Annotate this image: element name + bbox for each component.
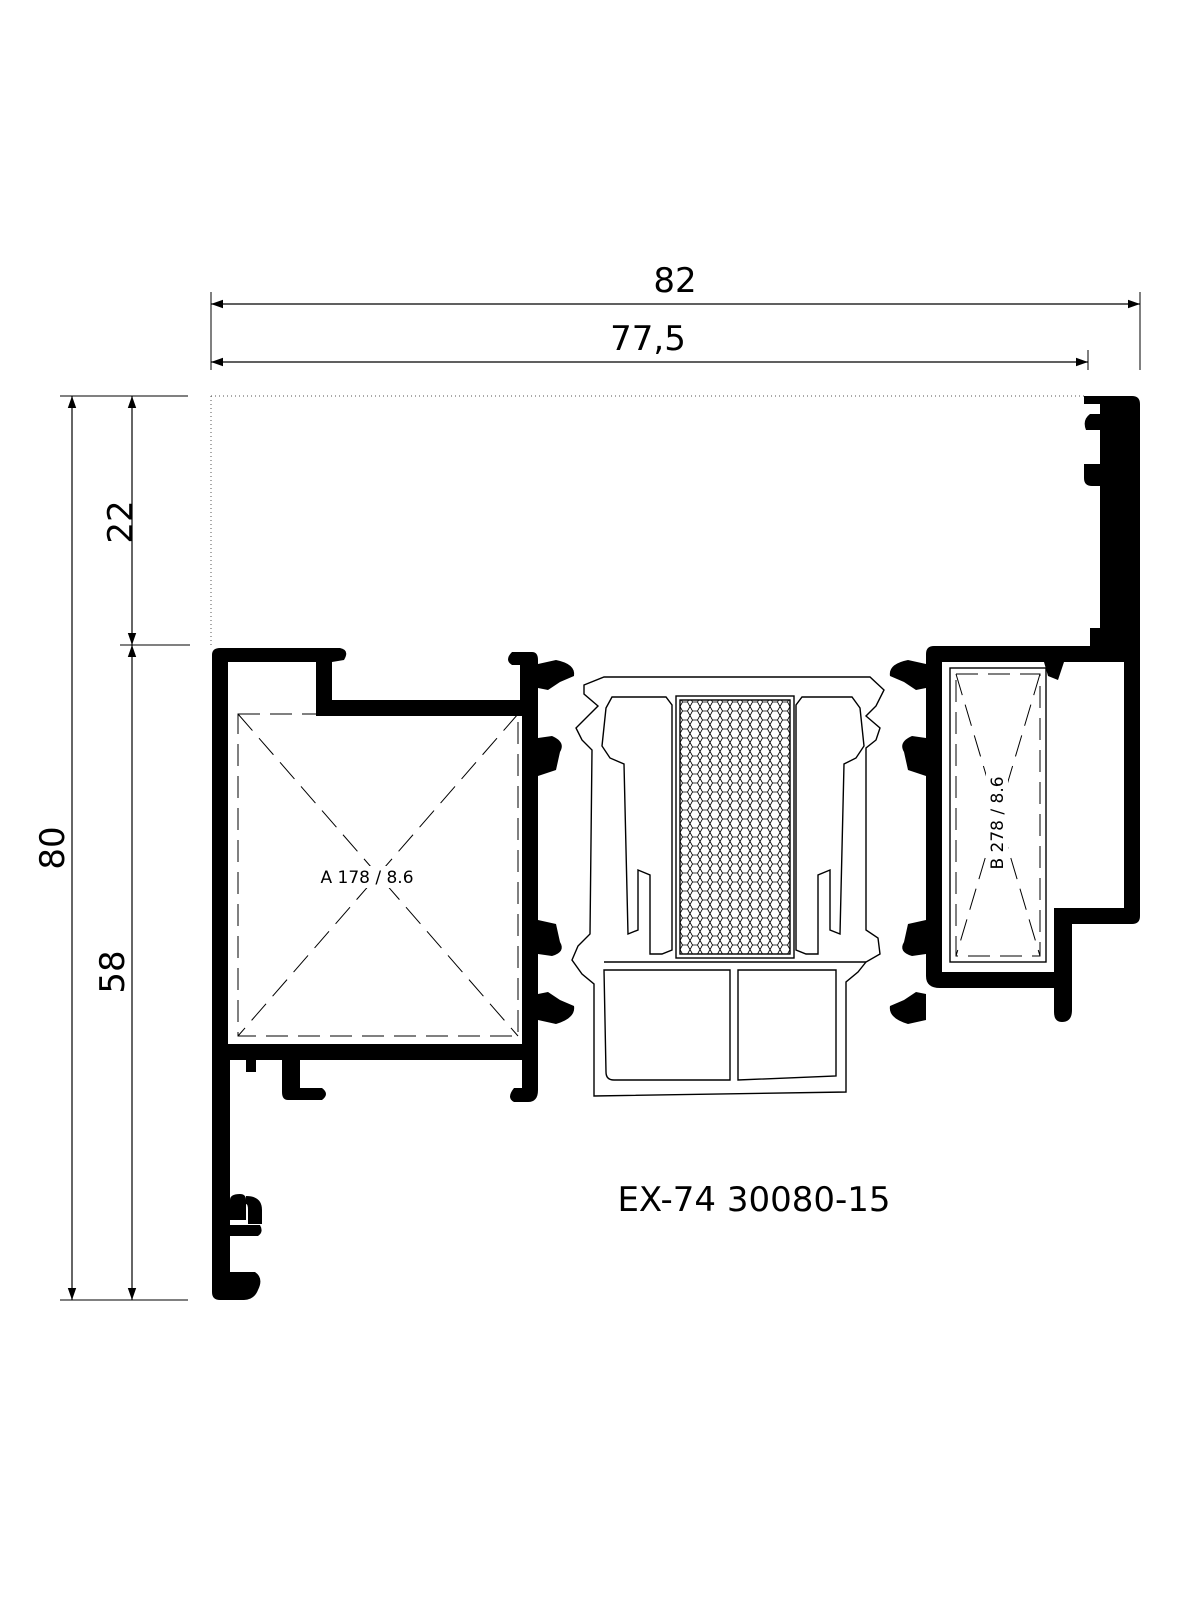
dimension-58-label: 58 bbox=[93, 950, 133, 993]
dimension-lower-height: 58 bbox=[93, 645, 137, 1300]
dimension-inner-width: 77,5 bbox=[211, 319, 1089, 370]
profile-code-label: EX-74 30080-15 bbox=[617, 1180, 890, 1220]
thermal-break bbox=[538, 660, 926, 1097]
insert-label-b: B 278 / 8.6 bbox=[988, 776, 1008, 869]
dimension-82-label: 82 bbox=[653, 261, 696, 301]
dimension-upper-height: 22 bbox=[101, 396, 141, 645]
dimension-overall-height: 80 bbox=[33, 396, 77, 1300]
left-aluminium-profile: A 178 / 8.6 bbox=[212, 648, 538, 1300]
insert-label-a: A 178 / 8.6 bbox=[320, 868, 413, 888]
dimension-22-label: 22 bbox=[101, 500, 141, 543]
dimension-77-5-label: 77,5 bbox=[610, 319, 686, 359]
right-aluminium-profile: B 278 / 8.6 bbox=[926, 396, 1140, 1022]
dimension-80-label: 80 bbox=[33, 826, 73, 869]
dimension-overall-width: 82 bbox=[210, 261, 1141, 370]
